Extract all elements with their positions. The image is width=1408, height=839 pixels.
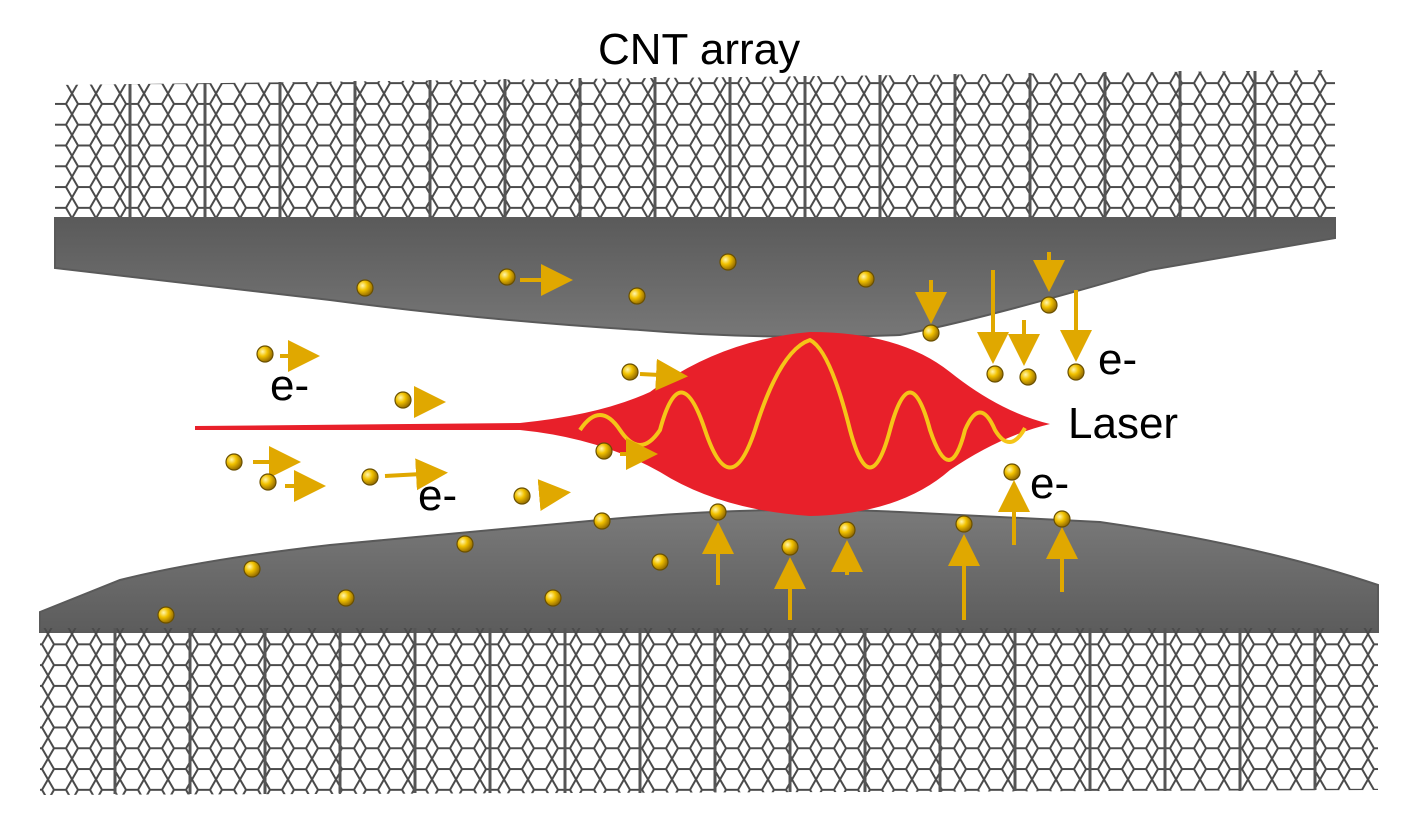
electron (595, 442, 613, 460)
bottom-cnt-tube-dividers (113, 628, 1317, 794)
electron-label: e- (1098, 335, 1138, 384)
electron-label: e- (418, 471, 458, 520)
electron (513, 487, 531, 505)
electron-arrows (253, 252, 1092, 620)
electron (628, 287, 646, 305)
electron (1019, 368, 1037, 386)
arrow (639, 358, 688, 391)
arrow (537, 479, 571, 512)
electron (544, 589, 562, 607)
electron (955, 515, 973, 533)
electron (922, 324, 940, 342)
electron (1053, 510, 1071, 528)
electron-label: e- (270, 361, 310, 410)
electron (356, 279, 374, 297)
electron (621, 363, 639, 381)
electron (593, 512, 611, 530)
electron (719, 253, 737, 271)
laser-label: Laser (1068, 399, 1179, 448)
top-cnt-array (54, 70, 1336, 338)
laser-pulse (195, 332, 1050, 516)
bottom-cnt-lattice (40, 628, 1378, 795)
electron-label: e- (1030, 459, 1070, 508)
bottom-cnt-array (39, 508, 1379, 795)
electron (709, 503, 727, 521)
electron (225, 453, 243, 471)
electron (498, 268, 516, 286)
electron (1040, 296, 1058, 314)
electron (157, 606, 175, 624)
electron (361, 468, 379, 486)
bottom-cnt-surface (39, 508, 1379, 633)
electron (781, 538, 799, 556)
top-cnt-lattice (55, 70, 1335, 230)
electron (456, 535, 474, 553)
electrons (157, 253, 1085, 624)
electron (256, 345, 274, 363)
electron (986, 365, 1004, 383)
electron (1003, 463, 1021, 481)
electron (394, 391, 412, 409)
cnt-array-label: CNT array (598, 25, 801, 74)
top-cnt-tube-dividers (128, 71, 1257, 230)
electron (259, 473, 277, 491)
electron (337, 589, 355, 607)
electron (1067, 363, 1085, 381)
electron (243, 560, 261, 578)
laser-wave (578, 337, 1027, 470)
arrow (384, 458, 448, 491)
laser-envelope (195, 332, 1050, 516)
top-cnt-surface (54, 217, 1336, 338)
electron (651, 553, 669, 571)
electron (857, 270, 875, 288)
electron (838, 521, 856, 539)
